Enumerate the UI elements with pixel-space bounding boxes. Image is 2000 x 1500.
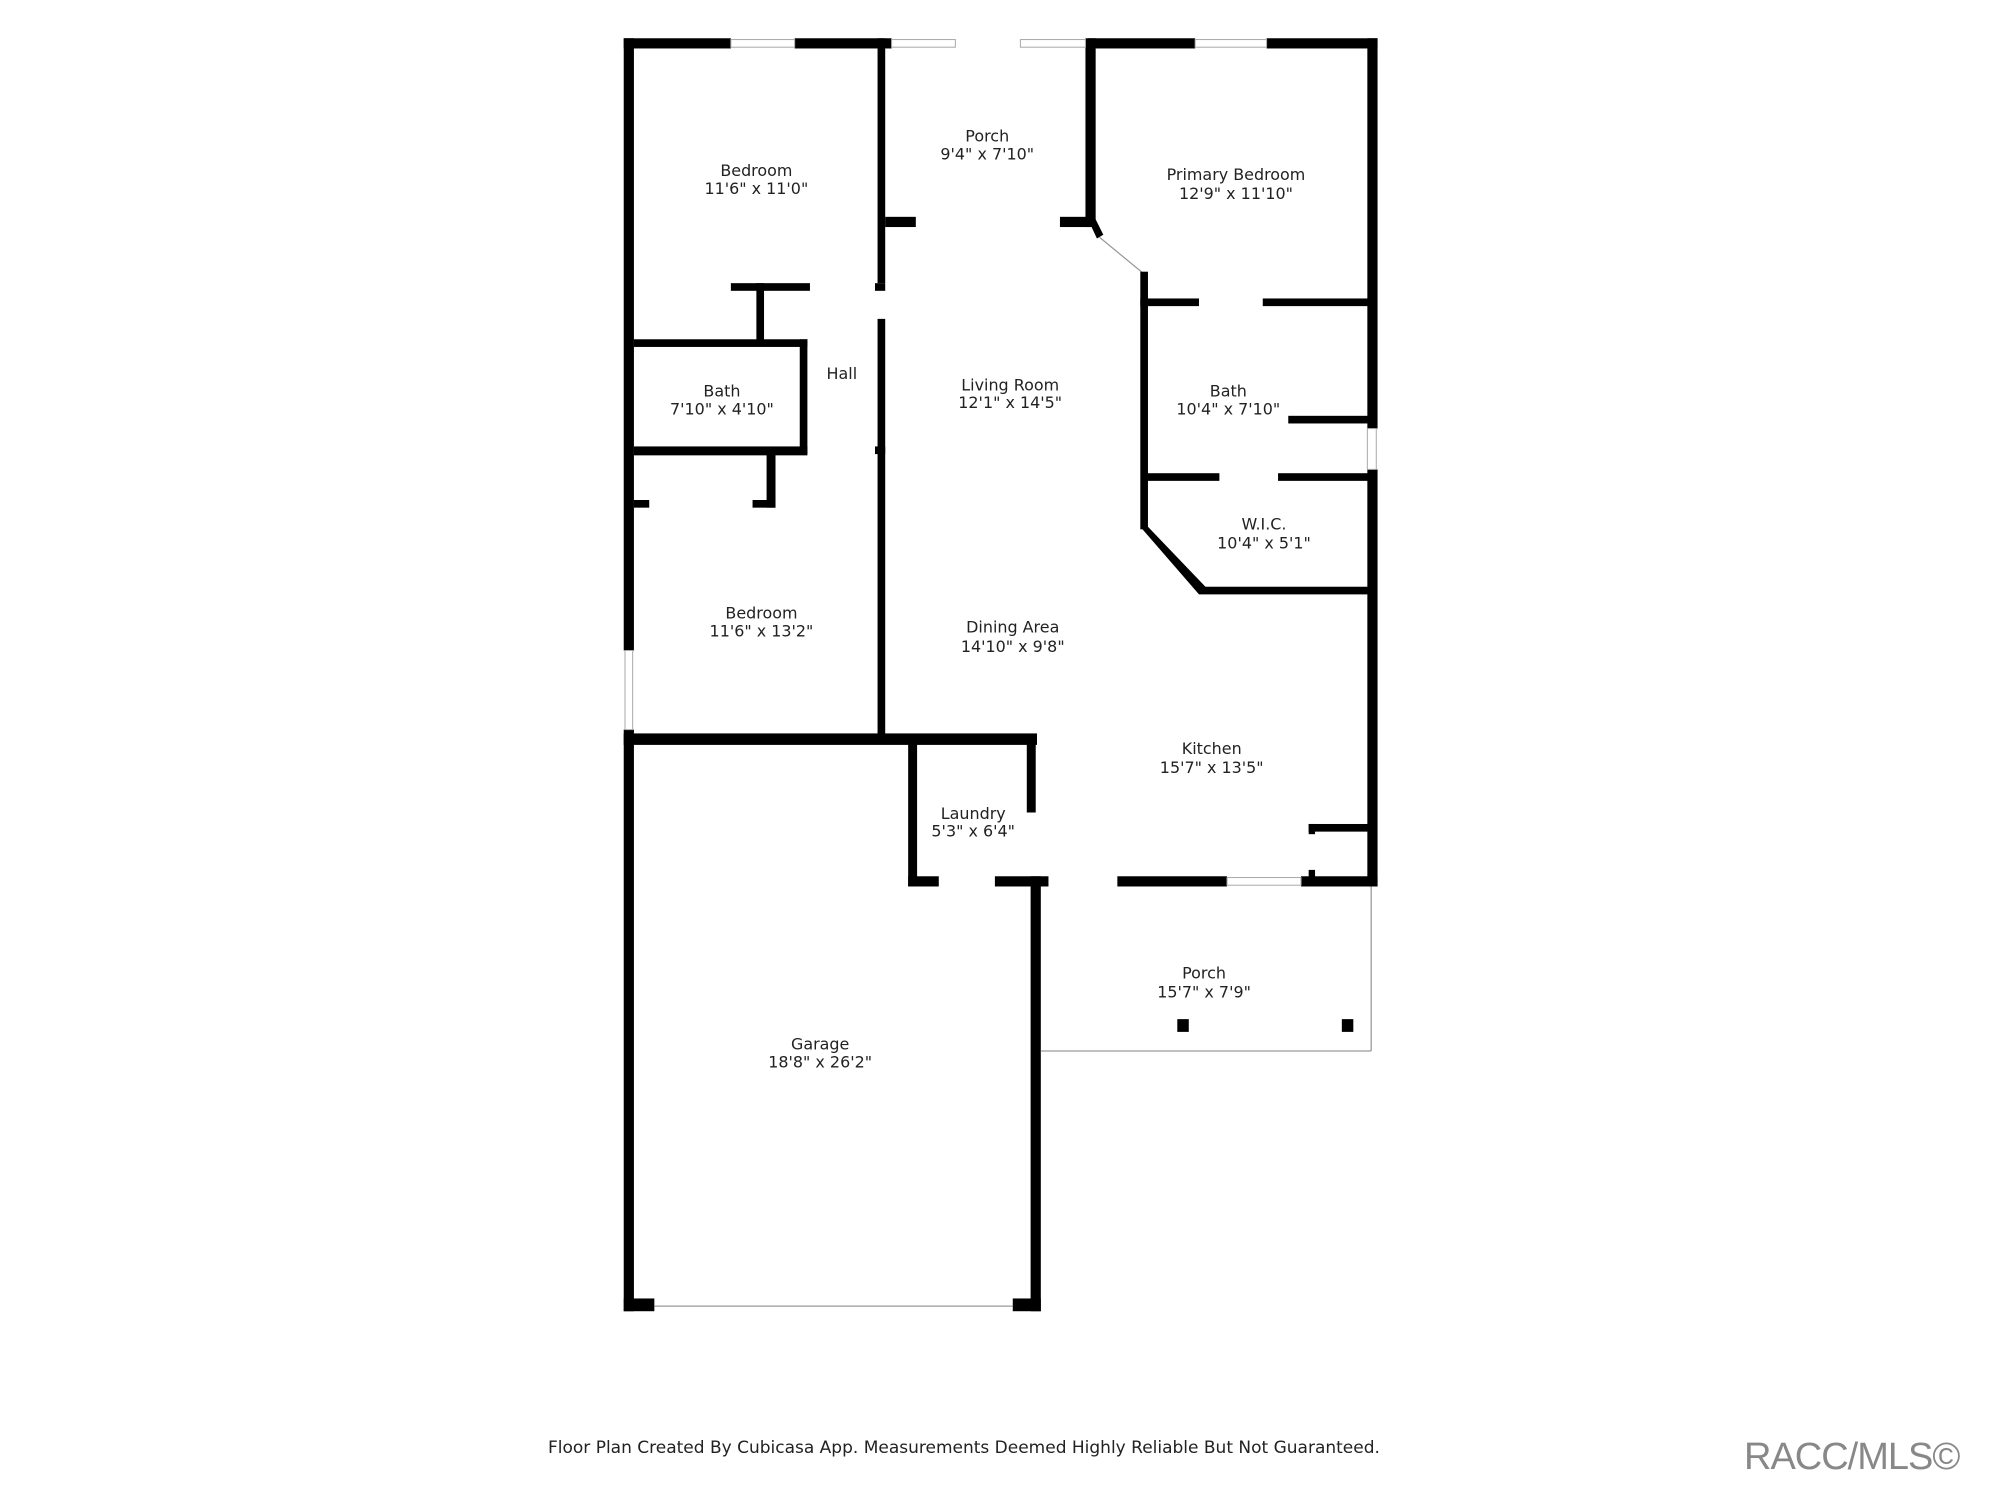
disclaimer-text: Floor Plan Created By Cubicasa App. Meas… xyxy=(548,1438,1380,1458)
walls xyxy=(623,38,1378,1312)
room-labels: Bedroom 11'6" x 11'0" Porch 9'4" x 7'10"… xyxy=(670,127,1311,1072)
room-name: Primary Bedroom xyxy=(1167,165,1306,184)
room-name: Living Room xyxy=(961,375,1059,394)
room-name: Bedroom xyxy=(725,604,797,623)
room-dims: 10'4" x 5'1" xyxy=(1217,533,1311,552)
room-dims: 18'8" x 26'2" xyxy=(768,1053,872,1072)
mls-watermark: RACC/MLS© xyxy=(1744,1436,1960,1478)
room-dims: 7'10" x 4'10" xyxy=(670,400,774,419)
room-dims: 10'4" x 7'10" xyxy=(1176,400,1280,419)
rear-porch-outline xyxy=(1040,886,1372,1052)
porch-post xyxy=(1177,1019,1189,1032)
room-name: Bedroom xyxy=(720,161,792,180)
room-dims: 11'6" x 13'2" xyxy=(710,621,814,640)
room-name: Hall xyxy=(827,364,858,383)
room-name: Bath xyxy=(703,382,740,401)
room-name: Kitchen xyxy=(1182,739,1242,758)
room-dims: 14'10" x 9'8" xyxy=(961,637,1065,656)
room-name: Laundry xyxy=(941,804,1006,823)
porch-post xyxy=(1341,1019,1354,1032)
room-name: Bath xyxy=(1210,382,1247,401)
room-dims: 11'6" x 11'0" xyxy=(704,179,808,198)
windows xyxy=(624,39,1377,1307)
room-dims: 12'9" x 11'10" xyxy=(1179,184,1293,203)
room-name: Porch xyxy=(1182,963,1226,982)
room-dims: 9'4" x 7'10" xyxy=(940,144,1034,163)
room-name: Porch xyxy=(965,127,1009,146)
room-dims: 5'3" x 6'4" xyxy=(931,822,1015,841)
room-name: W.I.C. xyxy=(1242,514,1287,533)
room-name: Dining Area xyxy=(966,618,1059,637)
room-dims: 15'7" x 7'9" xyxy=(1157,982,1251,1001)
room-dims: 15'7" x 13'5" xyxy=(1160,758,1264,777)
room-dims: 12'1" x 14'5" xyxy=(958,393,1062,412)
room-name: Garage xyxy=(791,1035,849,1054)
